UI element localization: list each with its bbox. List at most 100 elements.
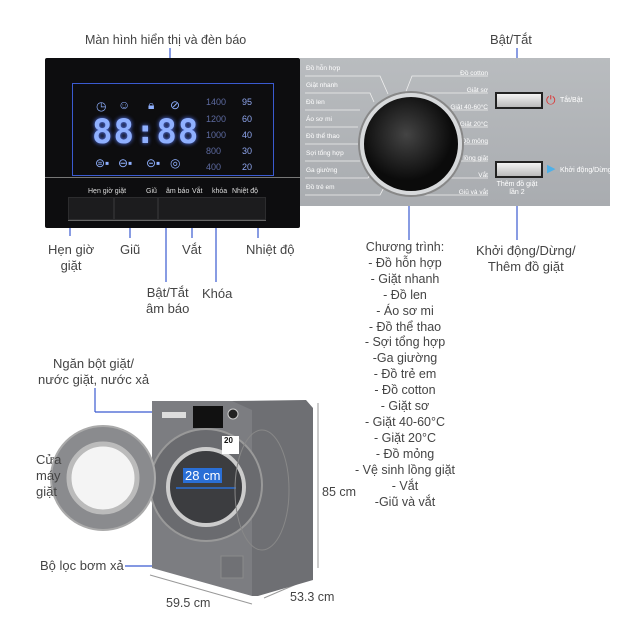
display-title: Màn hình hiển thị và đèn báo	[85, 33, 247, 47]
program-label: Giặt 40-60°C	[450, 104, 488, 111]
digit-display: 88:88	[92, 112, 200, 152]
program-item: - Đồ len	[383, 287, 427, 302]
program-item: - Giặt 20°C	[374, 430, 436, 445]
side-emboss	[234, 429, 290, 551]
start-button[interactable]	[495, 161, 543, 178]
program-label: Đồ hỗn hợp	[306, 65, 341, 72]
program-item: - Giặt sơ	[380, 399, 430, 414]
panel-button-row	[68, 197, 266, 221]
timer-panel-label: Hẹn giờ giặt	[88, 188, 127, 195]
program-list: Chương trình: - Đồ hỗn hợp - Giặt nhanh …	[330, 240, 480, 510]
rinse-icon: ⊖▪	[118, 156, 133, 170]
door-glass	[66, 441, 140, 515]
wash-icon: ⊜▪	[95, 156, 110, 170]
smiley-icon: ☺	[118, 98, 131, 112]
program-item: - Đồ cotton	[374, 383, 436, 398]
height-dimension: 85 cm	[322, 485, 357, 499]
door-line1: Cửa	[36, 452, 62, 467]
program-item: - Giặt nhanh	[370, 271, 440, 286]
program-list-title: Chương trình:	[365, 240, 445, 254]
program-label: Vệ sinh lồng giặt	[439, 155, 488, 162]
timer-callout-line2: giặt	[60, 258, 82, 273]
display-screen	[72, 83, 274, 176]
drum	[166, 447, 246, 527]
program-item: - Đồ hỗn hợp	[368, 255, 442, 270]
spin-temp-button[interactable]	[158, 197, 266, 220]
spin-speed: 800	[206, 146, 222, 156]
door-line3: giặt	[36, 484, 57, 499]
program-item: - Đồ thể thao	[368, 319, 442, 334]
filter-callout: Bộ lọc bơm xả	[40, 558, 124, 573]
program-knob[interactable]	[360, 93, 462, 195]
program-label: Đồ trẻ em	[306, 184, 335, 191]
sound-callout-line1: Bật/Tắt	[146, 285, 189, 300]
temperature: 20	[242, 162, 253, 172]
program-label: Đồ cotton	[460, 70, 488, 77]
power-button[interactable]	[495, 92, 543, 109]
program-label: Giũ và vắt	[458, 189, 488, 196]
spin-speed: 1400	[206, 97, 227, 107]
temp-panel-label: Nhiệt độ	[232, 188, 259, 195]
program-label: Giặt 20°C	[459, 121, 488, 128]
panel-divider	[45, 177, 300, 178]
program-item: -Ga giường	[372, 351, 438, 366]
machine-display	[193, 406, 223, 428]
drum-diameter-label: 28 cm	[183, 468, 223, 483]
sound-panel-label: âm báo	[166, 188, 190, 195]
machine-knob	[227, 408, 239, 420]
temperature: 30	[242, 146, 253, 156]
temperature: 95	[242, 97, 253, 107]
program-item: - Sợi tổng hợp	[364, 335, 446, 350]
start-panel-label: Khởi động/Dừng	[560, 167, 612, 174]
power-icon: ⏻	[546, 93, 556, 107]
program-label: Đồ mỏng	[461, 138, 488, 145]
program-item: - Giặt 40-60°C	[364, 414, 446, 429]
program-item: - Vắt	[391, 478, 419, 493]
spin-speed: 1200	[206, 114, 227, 124]
start-callout-line2: Thêm đồ giặt	[487, 259, 564, 274]
rinse-callout: Giũ	[120, 242, 141, 257]
start-callout-line1: Khởi động/Dừng/	[476, 243, 576, 258]
power-panel-label: Tắt/Bật	[560, 97, 583, 104]
program-label: Sợi tổng hợp	[306, 150, 344, 157]
timer-callout-line1: Hẹn giờ	[48, 242, 95, 257]
lock-icon: 🔒︎	[148, 98, 155, 112]
program-label: Giặt sơ	[466, 87, 488, 94]
spin-speed: 1000	[206, 130, 227, 140]
depth-dimension: 53.3 cm	[290, 590, 335, 604]
program-item: - Đồ trẻ em	[373, 367, 437, 382]
program-label: Ga giường	[306, 167, 338, 174]
drain-icon: ◎	[170, 156, 181, 170]
program-guide-lines	[305, 75, 488, 196]
temp-callout: Nhiệt độ	[246, 242, 295, 257]
program-item: -Giũ và vắt	[374, 494, 436, 509]
program-right-column: Đồ cotton Giặt sơ Giặt 40-60°C Giặt 20°C…	[420, 65, 488, 201]
start-callout: Khởi động/Dừng/Thêm đồ giặt	[476, 243, 576, 275]
program-item: - Áo sơ mi	[376, 303, 434, 318]
program-item: - Đồ mỏng	[375, 446, 435, 461]
mute-icon: ⊘	[170, 98, 181, 112]
detergent-line2: nước giặt, nước xả	[38, 372, 150, 387]
temperature: 60	[242, 114, 253, 124]
program-label: Đồ len	[306, 99, 325, 106]
program-label: Áo sơ mi	[306, 116, 332, 123]
temperature: 40	[242, 130, 253, 140]
power-title: Bật/Tắt	[490, 32, 532, 47]
door-line2: máy	[36, 468, 61, 483]
spin-speed: 400	[206, 162, 222, 172]
play-icon: ▶	[547, 163, 556, 175]
timer-button[interactable]	[68, 197, 114, 220]
spin-callout: Vắt	[182, 242, 202, 257]
program-label: Giặt nhanh	[306, 82, 338, 89]
program-label: Đồ thể thao	[306, 133, 340, 140]
spin-icon: ⊝▪	[146, 156, 161, 170]
machine-side	[232, 400, 313, 596]
rinse-button[interactable]	[114, 197, 158, 220]
detergent-line1: Ngăn bột giặt/	[53, 356, 134, 371]
lock-callout: Khóa	[202, 286, 233, 301]
